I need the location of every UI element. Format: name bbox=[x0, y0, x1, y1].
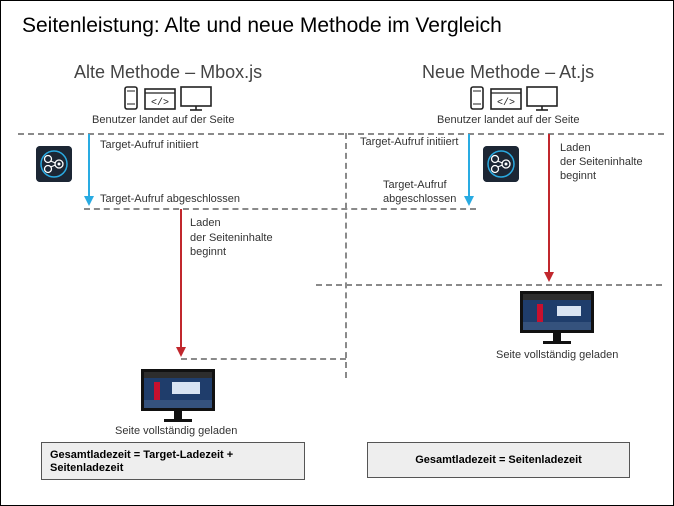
desktop-monitor-icon bbox=[180, 86, 212, 111]
lands-dashed-line bbox=[18, 133, 664, 135]
code-window-icon: </> bbox=[144, 88, 176, 110]
right-total-box: Gesamtladezeit = Seitenladezeit bbox=[367, 442, 630, 478]
right-call-end-line2: abgeschlossen bbox=[383, 193, 457, 205]
page-title: Seitenleistung: Alte und neue Methode im… bbox=[22, 14, 502, 37]
center-divider bbox=[345, 133, 347, 378]
left-devices: </> bbox=[124, 86, 212, 111]
phone-icon bbox=[470, 86, 484, 110]
right-page-load-arrow bbox=[544, 134, 554, 282]
page-monitor-icon bbox=[520, 291, 594, 344]
target-logo-icon bbox=[483, 146, 519, 182]
right-target-call-arrow bbox=[464, 134, 474, 206]
left-total-line1: Gesamtladezeit = Target-Ladezeit + bbox=[50, 449, 234, 461]
left-load-line1: Laden bbox=[190, 217, 221, 229]
right-call-start-label: Target-Aufruf initiiert bbox=[360, 136, 459, 148]
right-total-label: Gesamtladezeit = Seitenladezeit bbox=[415, 454, 582, 466]
left-target-call-arrow bbox=[84, 134, 94, 206]
left-loaded-label: Seite vollständig geladen bbox=[115, 425, 238, 437]
left-heading: Alte Methode – Mbox.js bbox=[74, 62, 263, 82]
left-total-box: Gesamtladezeit = Target-Ladezeit + Seite… bbox=[41, 442, 305, 480]
svg-text:</>: </> bbox=[497, 97, 515, 109]
left-call-start-label: Target-Aufruf initiiert bbox=[100, 139, 199, 151]
code-window-icon: </> bbox=[490, 88, 522, 110]
page-monitor-icon bbox=[141, 369, 215, 422]
target-logo-icon bbox=[36, 146, 72, 182]
right-devices: </> bbox=[470, 86, 558, 111]
svg-text:</>: </> bbox=[151, 97, 169, 109]
left-call-end-label: Target-Aufruf abgeschlossen bbox=[100, 193, 241, 205]
desktop-monitor-icon bbox=[526, 86, 558, 111]
right-load-line3: beginnt bbox=[560, 170, 597, 182]
right-lands-label: Benutzer landet auf der Seite bbox=[437, 114, 580, 126]
left-load-line2: der Seiteninhalte bbox=[190, 232, 273, 244]
right-load-dashed-line bbox=[316, 284, 662, 286]
left-load-line3: beginnt bbox=[190, 246, 227, 258]
left-page-load-arrow bbox=[176, 209, 186, 357]
left-lands-label: Benutzer landet auf der Seite bbox=[92, 114, 235, 126]
right-load-line2: der Seiteninhalte bbox=[560, 156, 643, 168]
left-total-line2: Seitenladezeit bbox=[50, 462, 124, 474]
left-loaded-dashed-line bbox=[181, 358, 346, 360]
right-loaded-label: Seite vollständig geladen bbox=[496, 349, 619, 361]
right-heading: Neue Methode – At.js bbox=[422, 62, 595, 82]
right-load-line1: Laden bbox=[560, 142, 591, 154]
call-end-dashed-line bbox=[84, 208, 476, 210]
right-call-end-line1: Target-Aufruf bbox=[383, 179, 447, 191]
phone-icon bbox=[124, 86, 138, 110]
